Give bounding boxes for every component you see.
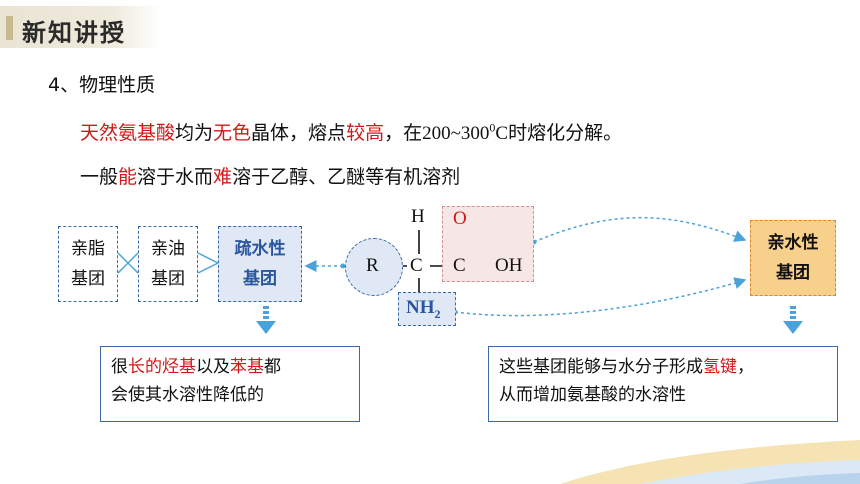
amino-group-box — [398, 292, 456, 326]
box-hydrophilic-line1: 亲水性 — [767, 233, 819, 253]
note-right-text: 这些基团能够与水分子形成 — [499, 357, 703, 377]
atom-o: O — [453, 208, 467, 229]
header-bar — [0, 6, 160, 48]
box-lipophilic-line2: 基团 — [71, 269, 105, 289]
text-temp-range: 200~300 — [422, 123, 490, 144]
atom-c-carboxyl: C — [453, 255, 466, 276]
note-left-very: 很 — [111, 357, 128, 377]
atom-nh: NH — [406, 297, 435, 318]
atom-nh2-subscript: 2 — [434, 306, 441, 321]
text-all-are: 均为 — [175, 122, 214, 144]
arrow-down-left-icon — [256, 306, 276, 334]
text-degree: 0 — [489, 120, 496, 135]
section-title: 4、物理性质 — [48, 74, 156, 96]
text-at: ，在 — [384, 122, 423, 144]
text-decompose: 时熔化分解。 — [508, 122, 623, 144]
text-can: 能 — [118, 166, 138, 188]
note-left-line2: 会使其水溶性降低的 — [111, 385, 264, 405]
box-hydrophobic-line1: 疏水性 — [234, 239, 286, 259]
carboxyl-group-box — [442, 206, 534, 282]
atom-oh: OH — [495, 255, 523, 276]
text-line-2: 一般能溶于水而难溶于乙醇、乙醚等有机溶剂 — [80, 162, 460, 189]
note-left-phenyl: 苯基 — [230, 357, 264, 377]
text-higher: 较高 — [346, 122, 385, 144]
atom-nh2: NH2 — [406, 297, 441, 322]
note-right-comma: ， — [737, 357, 754, 377]
text-line-1: 天然氨基酸均为无色晶体，熔点较高，在200~3000C时熔化分解。 — [80, 118, 622, 145]
box-hydrophobic-group: 疏水性基团 — [218, 226, 302, 302]
box-oleophilic-line2: 基团 — [151, 269, 185, 289]
note-hydrophilic: 这些基团能够与水分子形成氢键， 从而增加氨基酸的水溶性 — [488, 346, 838, 422]
box-oleophilic-line1: 亲油 — [151, 239, 185, 259]
arrow-down-right-icon — [783, 306, 803, 334]
text-natural-amino-acid: 天然氨基酸 — [80, 122, 176, 144]
atom-r: R — [366, 255, 379, 276]
atom-c-alpha: C — [410, 255, 423, 276]
atom-h: H — [411, 206, 425, 227]
text-colorless: 无色 — [213, 122, 252, 144]
note-left-all: 都 — [264, 357, 281, 377]
note-right-hydrogen-bond: 氢键 — [703, 357, 737, 377]
box-lipophilic-line1: 亲脂 — [71, 239, 105, 259]
box-lipophilic-group: 亲脂基团 — [58, 226, 118, 302]
note-right-line2: 从而增加氨基酸的水溶性 — [499, 385, 686, 405]
box-hydrophobic-line2: 基团 — [243, 269, 277, 289]
text-soluble-water: 溶于水而 — [137, 166, 214, 188]
box-hydrophilic-line2: 基团 — [776, 263, 810, 283]
text-hard: 难 — [213, 166, 233, 188]
box-hydrophilic-group: 亲水性基团 — [750, 220, 836, 296]
text-crystal: 晶体，熔点 — [251, 122, 347, 144]
note-left-and: 以及 — [196, 357, 230, 377]
text-generally: 一般 — [80, 166, 119, 188]
box-oleophilic-group: 亲油基团 — [138, 226, 198, 302]
header-accent — [6, 16, 13, 40]
text-celsius: C — [495, 123, 509, 144]
note-hydrophobic: 很长的烃基以及苯基都 会使其水溶性降低的 — [100, 346, 360, 422]
r-group-circle — [345, 238, 403, 296]
note-left-long-hydrocarbon: 长的烃基 — [128, 357, 196, 377]
text-insoluble-organic: 溶于乙醇、乙醚等有机溶剂 — [232, 166, 461, 188]
page-title: 新知讲授 — [22, 18, 126, 47]
